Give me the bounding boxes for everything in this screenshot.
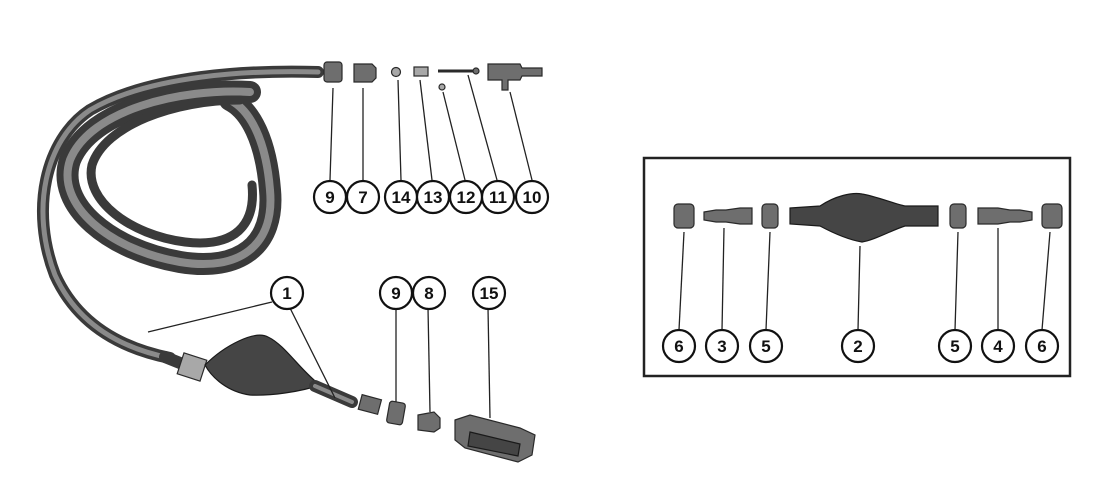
callout-15: 15 [471,275,507,311]
inset-fitting-3-part [703,207,753,225]
inset-ring-5-right-part [949,203,967,229]
inset-callout-6-left-text: 6 [674,337,683,356]
top-leader-lines [329,74,533,181]
callout-9-bottom-text: 9 [391,284,400,303]
callout-10-text: 10 [523,188,542,207]
inset-callout-5-right: 5 [937,328,973,364]
callout-14-text: 14 [392,188,411,207]
nut-9-bottom-part [386,400,406,426]
inset-callout-3-text: 3 [717,337,726,356]
callout-9-top-text: 9 [325,188,334,207]
callout-1-text: 1 [282,284,291,303]
inset-callout-4-text: 4 [993,337,1003,356]
inset-callout-5-left-text: 5 [761,337,770,356]
callout-labels: 9 7 14 13 12 11 10 1 [269,179,550,311]
small-nut-part [357,393,383,416]
callout-13: 13 [415,179,451,215]
inset-bulb-2-part [789,192,939,243]
callout-12: 12 [448,179,484,215]
ring-14-part [390,66,402,78]
inset-callout-labels: 6 3 5 2 5 4 6 [661,328,1060,364]
inset-nut-6-right-part [1041,203,1063,229]
bottom-leader-lines [147,301,491,419]
inset-callout-6-right: 6 [1024,328,1060,364]
bulb-part [204,334,322,396]
inset-callout-6-right-text: 6 [1037,337,1046,356]
fitting-8-part [417,411,441,433]
ferrule-part [176,352,208,382]
inset-box [642,156,1072,378]
valve-10-part [487,63,543,91]
ball-12-part [438,83,446,91]
callout-13-text: 13 [424,188,443,207]
inset-callout-3: 3 [704,328,740,364]
callout-8-text: 8 [424,284,433,303]
inset-fitting-4-part [977,207,1033,225]
callout-8: 8 [411,275,447,311]
callout-12-text: 12 [457,188,476,207]
bulb-hose-assembly [159,334,358,408]
inset-callout-2: 2 [840,328,876,364]
callout-1: 1 [269,275,305,311]
inset-callout-5-right-text: 5 [950,337,959,356]
sleeve-13-part [413,66,429,77]
coiled-hose [37,65,324,364]
callout-7-text: 7 [358,188,367,207]
fitting-7-part [353,63,377,83]
inset-callout-5-left: 5 [748,328,784,364]
callout-7: 7 [345,179,381,215]
callout-11: 11 [480,179,516,215]
inset-ring-5-left-part [761,203,779,229]
inset-nut-6-left-part [673,203,695,229]
inset-callout-6-left: 6 [661,328,697,364]
inset-callout-2-text: 2 [853,337,862,356]
inset-callout-4: 4 [980,328,1016,364]
callout-10: 10 [514,179,550,215]
inset-leader-lines [678,227,1051,331]
nut-9-part [323,61,343,83]
inset-parts-row [673,192,1063,243]
callout-9-top: 9 [312,179,348,215]
callout-9-bottom: 9 [378,275,414,311]
callout-15-text: 15 [480,284,499,303]
top-parts-row [323,61,543,91]
callout-11-text: 11 [489,188,507,207]
callout-14: 14 [383,179,419,215]
bottom-parts-row [386,400,536,463]
